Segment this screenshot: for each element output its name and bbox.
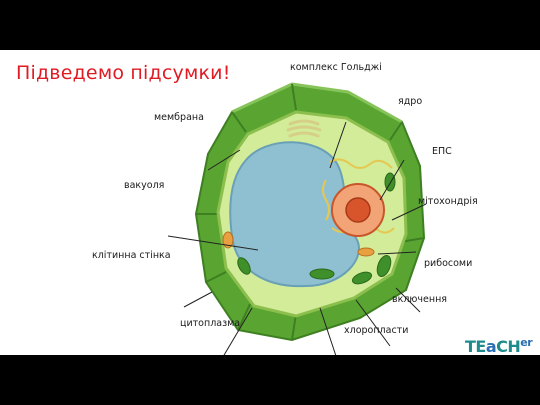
leader-lines xyxy=(167,121,427,355)
label-inclusions: включення xyxy=(392,294,448,305)
label-golgi: комплекс Гольджі xyxy=(290,62,382,73)
logo-part-3: CH xyxy=(496,337,521,355)
label-vacuole: вакуоля xyxy=(124,180,165,191)
label-cytoplasm: цитоплазма xyxy=(180,318,241,329)
logo-part-2: a xyxy=(485,337,497,355)
teacher-logo: TEaCHer xyxy=(465,336,533,355)
label-chloroplasts: хлоропласти xyxy=(344,325,409,336)
label-er: ЕПС xyxy=(432,146,452,157)
label-mitochondria: мітохондрія xyxy=(418,196,478,207)
label-cell-wall: клітинна стінка xyxy=(92,250,171,261)
label-membrane: мембрана xyxy=(154,112,204,123)
nucleolus xyxy=(345,197,371,223)
plant-cell-diagram xyxy=(167,82,427,355)
mitochondrion xyxy=(222,231,234,249)
wall-segments xyxy=(196,83,425,341)
vacuole xyxy=(229,141,360,288)
slide-title: Підведемо підсумки! xyxy=(16,62,231,84)
golgi-apparatus xyxy=(286,119,322,138)
logo-part-1: TE xyxy=(465,337,486,355)
mitochondrion xyxy=(357,247,375,257)
chloroplasts xyxy=(237,172,396,285)
label-ribosomes: рибосоми xyxy=(424,258,473,269)
label-nucleus: ядро xyxy=(398,96,423,107)
slide: Підведемо підсумки! xyxy=(0,50,540,355)
logo-part-4: er xyxy=(520,336,533,349)
